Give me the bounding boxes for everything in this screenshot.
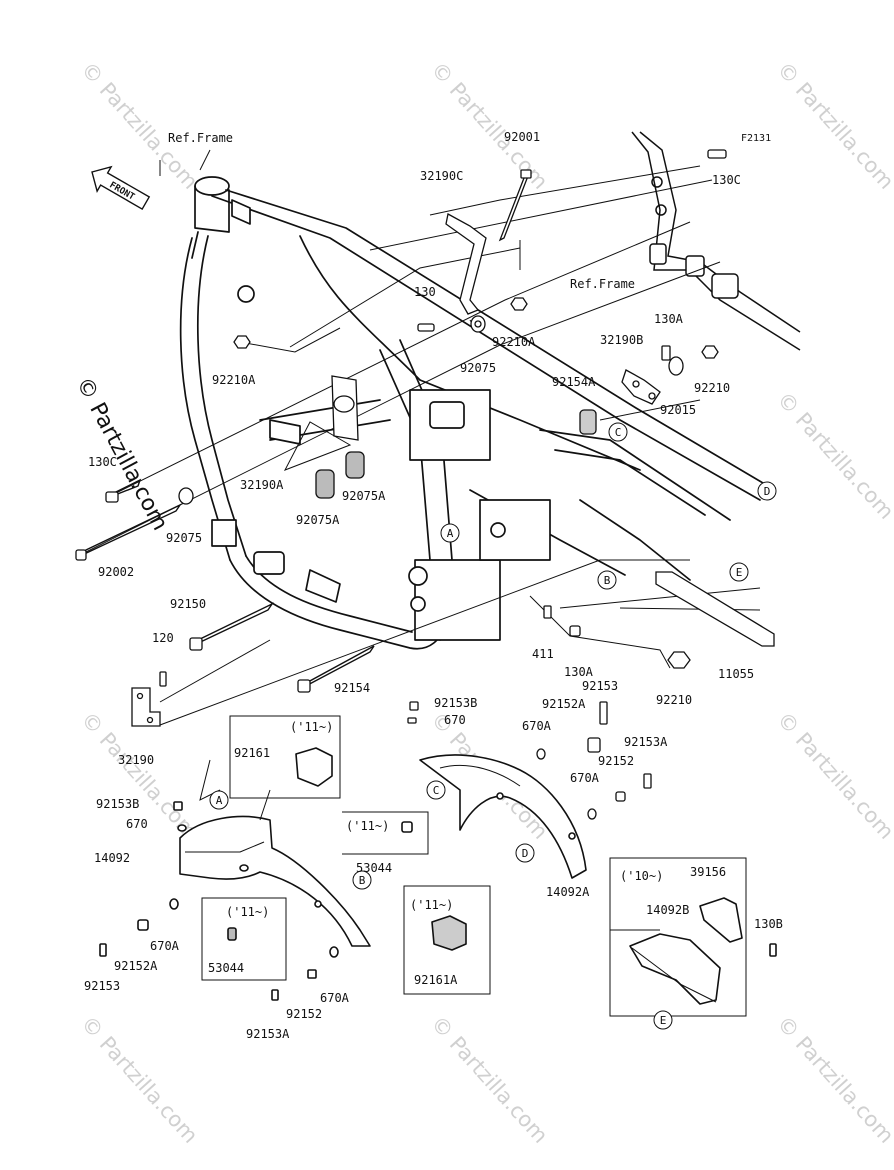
frame-drawing [179,176,769,650]
part-label-130C: 130C [712,173,741,187]
note-frames [199,715,747,1017]
watermark-text: © Partzilla.com [772,707,894,843]
part-label-92152A: 92152A [114,959,158,973]
hardware-parts [75,149,775,820]
callout-letter-a: A [447,527,454,540]
watermark-text: © Partzilla.com [772,387,894,523]
part-label-92161: 92161 [234,746,270,760]
part-label-92153: 92153 [84,979,120,993]
part-label-92153A: 92153A [624,735,668,749]
year-note-3: ('11~) [410,898,453,912]
callout-circle-c [608,422,628,442]
part-label-92210: 92210 [694,381,730,395]
callout-letter-b: B [604,574,611,587]
ref-frame-label-front: Ref.Frame [168,131,233,145]
part-label-92001: 92001 [504,130,540,144]
part-label-92153: 92153 [582,679,618,693]
part-label-92154: 92154 [334,681,370,695]
part-label-92150: 92150 [170,597,206,611]
part-label-14092B: 14092B [646,903,689,917]
callout-letter-d: D [764,485,771,498]
part-label-670A: 670A [320,991,350,1005]
callout-circle-e [653,1010,673,1030]
watermark-text: © Partzilla.com [772,1011,894,1147]
part-label-670: 670 [444,713,466,727]
part-label-53044: 53044 [208,961,244,975]
part-label-130: 130 [414,285,436,299]
part-label-92153A: 92153A [246,1027,290,1041]
part-label-670A: 670A [150,939,180,953]
part-label-92161A: 92161A [414,973,458,987]
part-label-11055: 11055 [718,667,754,681]
part-label-92075A: 92075A [342,489,386,503]
part-label-92154A: 92154A [552,375,596,389]
callout-circle-d [757,481,777,501]
part-label-130A: 130A [564,665,594,679]
callout-letter-b: B [359,874,366,887]
callout-letter-a: A [216,794,223,807]
callout-circle-b [597,570,617,590]
ref-frame-rear [631,131,801,351]
callout-circle-a [440,523,460,543]
part-label-130C: 130C [88,455,117,469]
watermark-text: © Partzilla.com [76,1011,202,1147]
year-note-2: ('11~) [346,819,389,833]
part-label-32190A: 32190A [240,478,284,492]
callout-letter-d: D [522,847,529,860]
part-label-32190B: 32190B [600,333,643,347]
part-label-53044: 53044 [356,861,392,875]
part-label-670A: 670A [522,719,552,733]
part-label-92002: 92002 [98,565,134,579]
part-label-92075: 92075 [166,531,202,545]
callout-circle-a [209,790,229,810]
part-label-92015: 92015 [660,403,696,417]
leader-lines [79,149,761,726]
part-label-92210A: 92210A [492,335,536,349]
callout-circle-b [352,870,372,890]
part-label-32190: 32190 [118,753,154,767]
part-label-92153B: 92153B [434,696,477,710]
watermark-text: © Partzilla.com [772,57,894,193]
part-label-130B: 130B [754,917,783,931]
part-label-92075A: 92075A [296,513,340,527]
callout-letter-e: E [736,566,743,579]
part-label-92152: 92152 [598,754,634,768]
part-label-32190C: 32190C [420,169,463,183]
part-label-92210: 92210 [656,693,692,707]
part-label-130A: 130A [654,312,684,326]
part-label-670: 670 [126,817,148,831]
callout-circle-c [426,780,446,800]
part-label-670A: 670A [570,771,600,785]
front-arrow: FRONT [91,165,151,211]
year-note-4: ('11~) [226,905,269,919]
part-label-92152: 92152 [286,1007,322,1021]
watermark-text: © Partzilla.com [426,1011,552,1147]
part-label-92210A: 92210A [212,373,256,387]
part-label-411: 411 [532,647,554,661]
part-label-14092A: 14092A [546,885,590,899]
callout-letter-c: C [433,784,440,797]
callout-letter-e: E [660,1014,667,1027]
callout-circle-d [515,843,535,863]
callout-circles: A B C D E A B C D E [209,422,777,1030]
callout-letter-c: C [615,426,622,439]
year-note-5: ('10~) [620,869,663,883]
part-label-92153B: 92153B [96,797,139,811]
part-label-120: 120 [152,631,174,645]
side-watermark: © Partzilla.com [71,373,173,535]
covers-parts [99,747,777,1005]
part-label-92152A: 92152A [542,697,586,711]
callout-circle-e [729,562,749,582]
part-label-39156: 39156 [690,865,726,879]
year-note-1: ('11~) [290,720,333,734]
part-label-92075: 92075 [460,361,496,375]
ref-frame-label-rear: Ref.Frame [570,277,635,291]
figure-code: F2131 [741,133,771,144]
part-label-14092: 14092 [94,851,130,865]
